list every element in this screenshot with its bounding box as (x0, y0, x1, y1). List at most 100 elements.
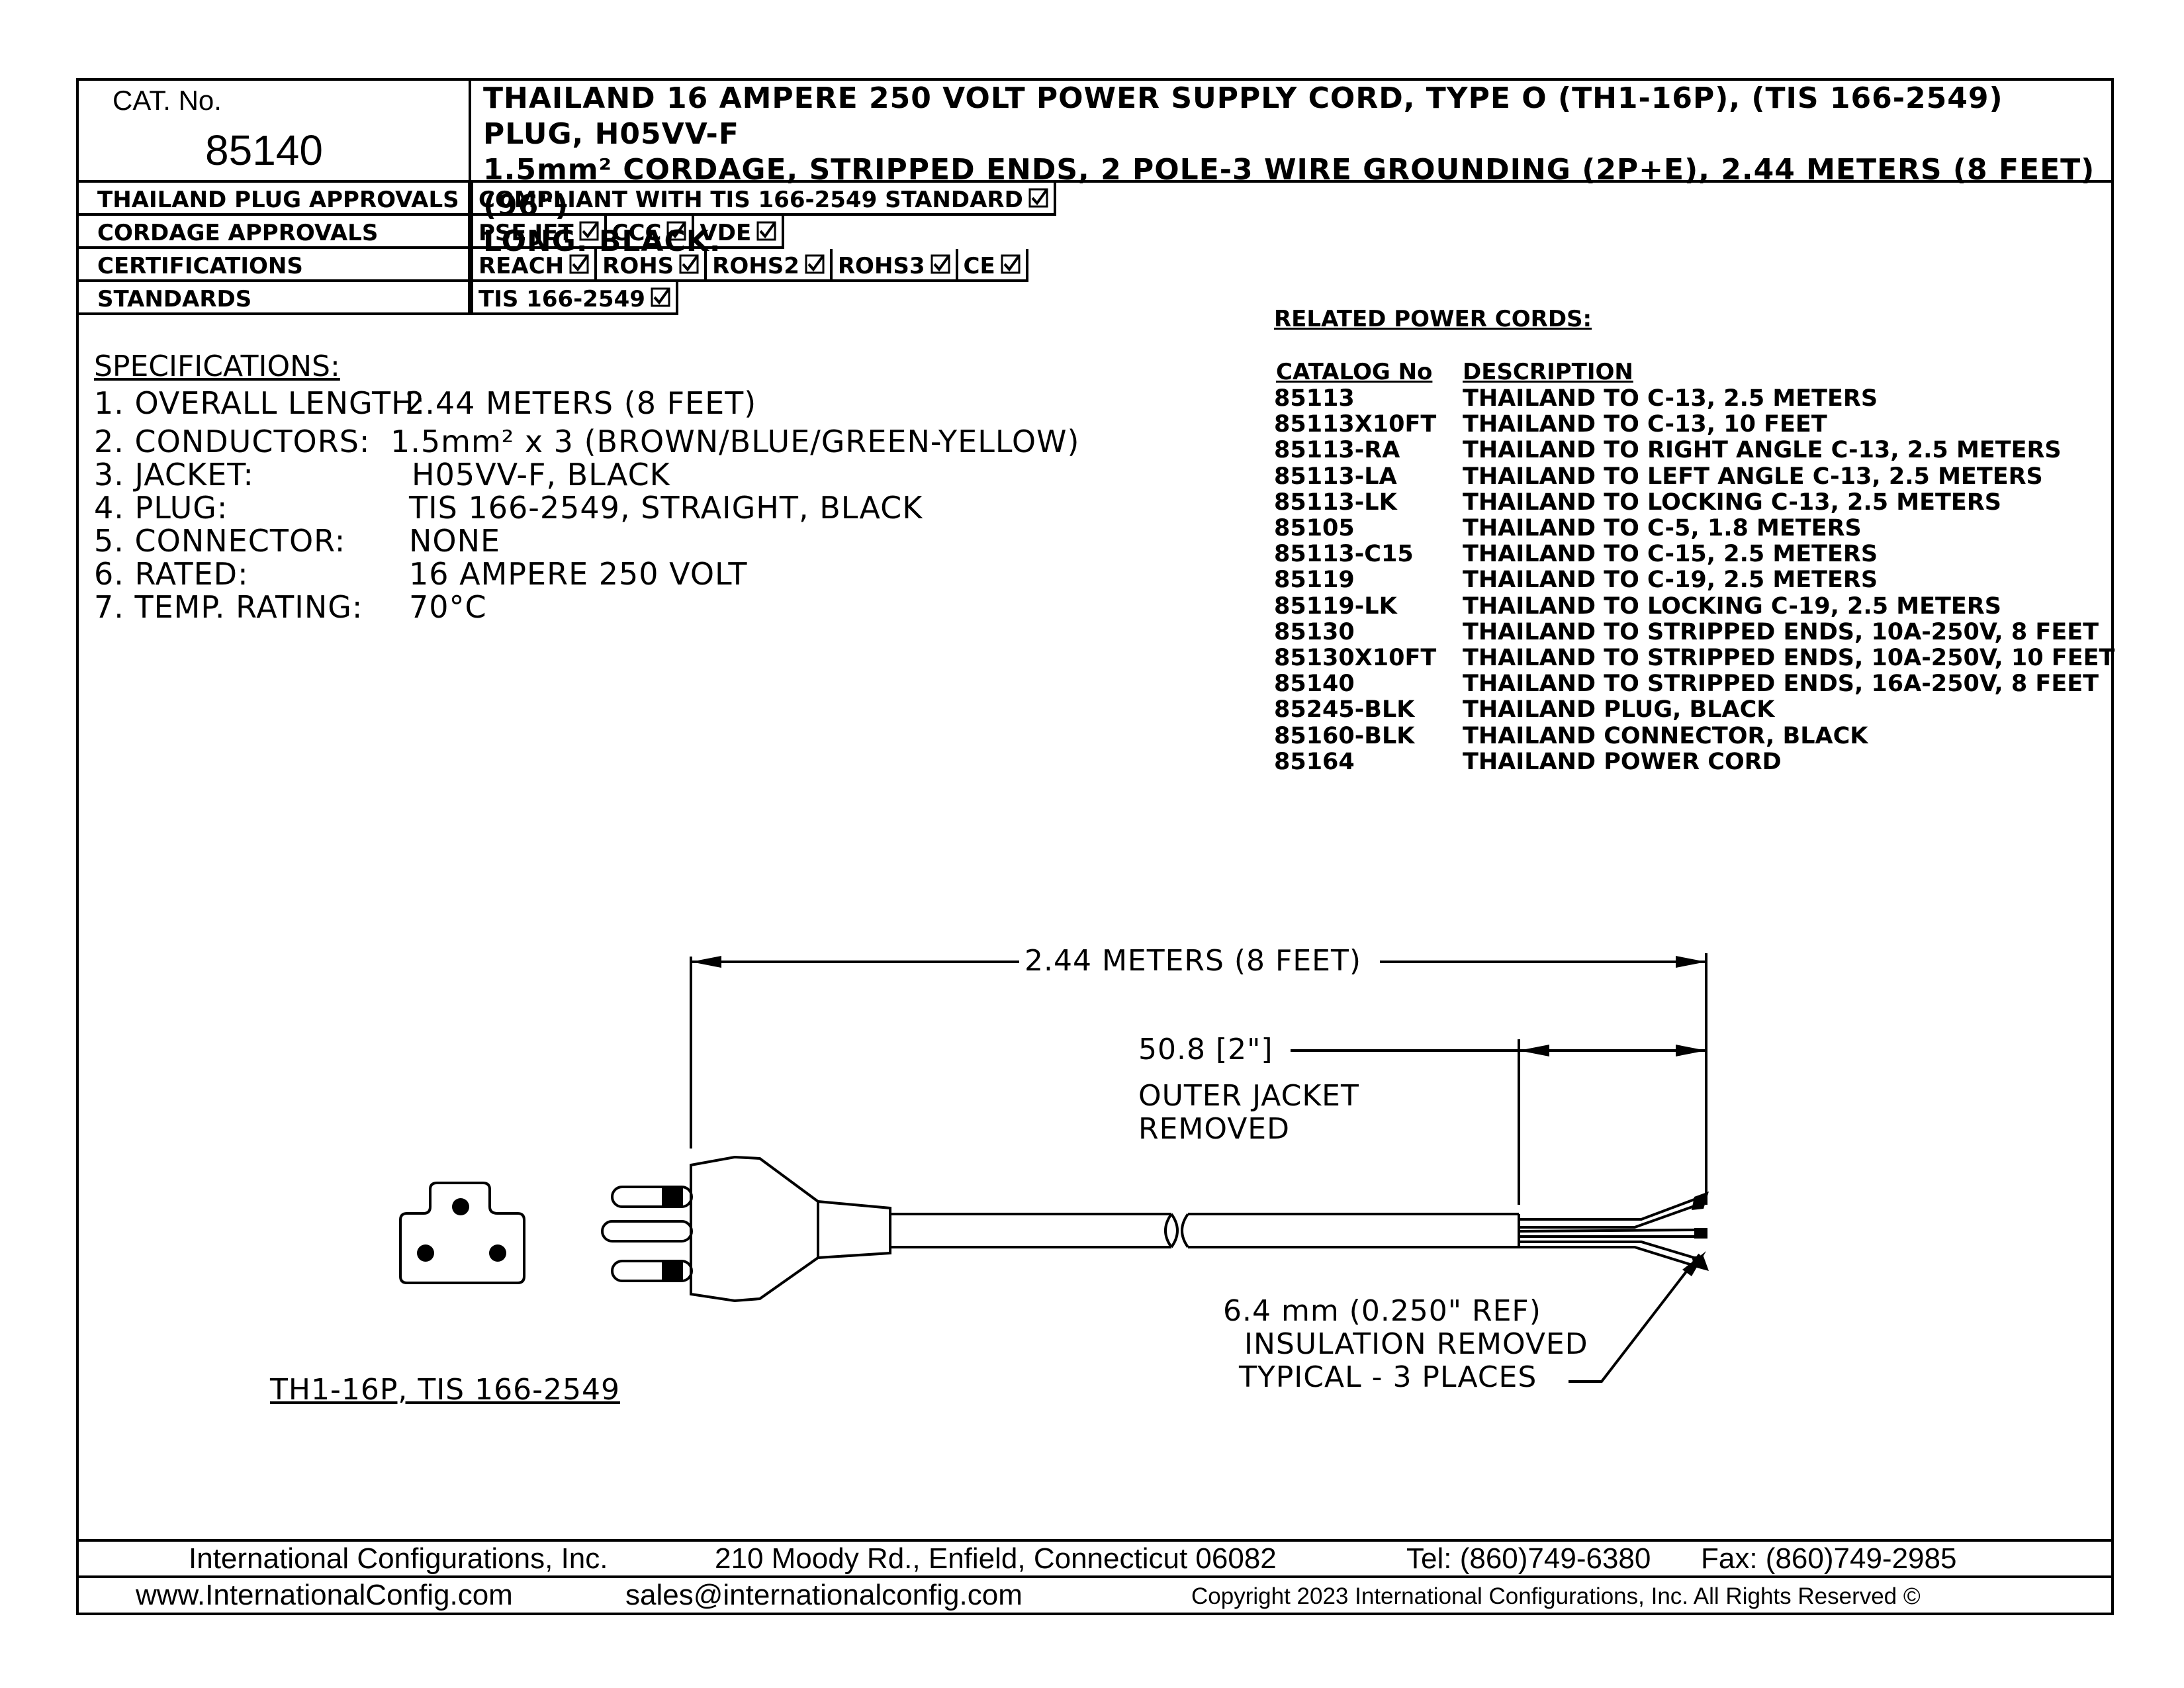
overall-length-dimension: 2.44 METERS (8 FEET) (1024, 944, 1361, 978)
spec-value: 70°C (409, 589, 487, 625)
insulation-note-line-2: INSULATION REMOVED (1244, 1327, 1588, 1361)
footer-divider (76, 1539, 2114, 1542)
spec-label: 1. OVERALL LENGTH: (94, 385, 426, 421)
product-title-line-2: 1.5mm² CORDAGE, STRIPPED ENDS, 2 POLE-3 … (483, 153, 2095, 222)
cord-break (1170, 1213, 1179, 1248)
related-cords-heading: RELATED POWER CORDS: (1274, 306, 1592, 332)
approval-label-cordage: CORDAGE APPROVALS (76, 216, 471, 249)
header-divider (76, 180, 2114, 183)
plug-pin (611, 1260, 693, 1282)
cord-break (1181, 1213, 1189, 1248)
catalog-number: 85140 (205, 126, 323, 174)
spec-value: TIS 166-2549, STRAIGHT, BLACK (409, 490, 923, 526)
related-catalog-number: 85160-BLK (1274, 723, 1415, 749)
checkbox-checked-icon (666, 221, 687, 241)
approval-cell: ROHS3 (832, 249, 958, 282)
spec-label: 3. JACKET: (94, 457, 254, 492)
arrowhead (691, 956, 721, 968)
related-catalog-number: 85130 (1274, 619, 1355, 645)
wire-conductor (1519, 1241, 1695, 1259)
plug-face-hole (452, 1198, 469, 1215)
related-description: THAILAND PLUG, BLACK (1463, 696, 1775, 723)
product-title-line-1: THAILAND 16 AMPERE 250 VOLT POWER SUPPLY… (483, 81, 2003, 151)
pin-insulation (662, 1261, 683, 1281)
specifications-heading: SPECIFICATIONS: (94, 350, 340, 383)
related-catalog-number: 85105 (1274, 515, 1355, 541)
related-description: THAILAND CONNECTOR, BLACK (1463, 723, 1868, 749)
plug-body (690, 1155, 891, 1303)
approval-cell: ROHS (597, 249, 707, 282)
checkbox-checked-icon (651, 287, 670, 307)
approval-cell: COMPLIANT WITH TIS 166-2549 STANDARD (471, 183, 1056, 216)
related-col-catalog: CATALOG No (1276, 359, 1433, 385)
footer-company: International Configurations, Inc. (189, 1542, 608, 1575)
footer-email-link[interactable]: sales@internationalconfig.com (625, 1579, 1023, 1611)
footer-copyright: Copyright 2023 International Configurati… (1191, 1583, 1921, 1609)
related-description: THAILAND TO C-19, 2.5 METERS (1463, 567, 1878, 593)
checkbox-checked-icon (679, 254, 699, 274)
spec-label: 4. PLUG: (94, 490, 228, 526)
related-catalog-number: 85113 (1274, 385, 1355, 412)
related-description: THAILAND TO STRIPPED ENDS, 10A-250V, 8 F… (1463, 619, 2099, 645)
checkbox-checked-icon (931, 254, 950, 274)
approval-text: COMPLIANT WITH TIS 166-2549 STANDARD (478, 187, 1023, 213)
plug-pin (601, 1220, 693, 1243)
wire-tip (1692, 1256, 1709, 1271)
checkbox-checked-icon (756, 221, 776, 241)
related-description: THAILAND TO C-13, 10 FEET (1463, 411, 1827, 438)
approval-cells-certifications: REACH ROHS ROHS2 ROHS3 CE (471, 249, 1028, 282)
related-description: THAILAND TO LOCKING C-19, 2.5 METERS (1463, 593, 2001, 620)
footer-website-link[interactable]: www.InternationalConfig.com (136, 1579, 513, 1611)
related-catalog-number: 85245-BLK (1274, 696, 1415, 723)
related-catalog-number: 85164 (1274, 749, 1355, 775)
catalog-number-box (76, 78, 471, 183)
related-description: THAILAND TO LOCKING C-13, 2.5 METERS (1463, 489, 2001, 516)
approval-cell: CCC (606, 216, 695, 249)
checkbox-checked-icon (1028, 188, 1048, 208)
approval-cell: REACH (471, 249, 598, 282)
spec-label: 2. CONDUCTORS: (94, 424, 371, 459)
approval-text: CE (963, 253, 995, 279)
spec-value: 1.5mm² x 3 (BROWN/BLUE/GREEN-YELLOW) (390, 424, 1080, 459)
approval-cells-standards: TIS 166-2549 (471, 282, 678, 315)
related-catalog-number: 85119-LK (1274, 593, 1397, 620)
spec-value: H05VV-F, BLACK (412, 457, 670, 492)
related-catalog-number: 85113-LK (1274, 489, 1397, 516)
spec-label: 7. TEMP. RATING: (94, 589, 363, 625)
approval-text: TIS 166-2549 (478, 286, 645, 312)
approval-cell: CE (958, 249, 1028, 282)
approval-label-plug: THAILAND PLUG APPROVALS (76, 183, 471, 216)
arrowhead (1676, 956, 1706, 968)
footer-tel: Tel: (860)749-6380 (1406, 1542, 1651, 1575)
spec-label: 6. RATED: (94, 556, 249, 592)
footer-divider (76, 1575, 2114, 1578)
approval-cells-plug: COMPLIANT WITH TIS 166-2549 STANDARD (471, 183, 1056, 216)
leader-line (1569, 1253, 1701, 1383)
pin-insulation (662, 1187, 683, 1207)
jacket-note-line-2: REMOVED (1138, 1112, 1290, 1146)
approval-cells-cordage: PSE JET CCC VDE (471, 216, 785, 249)
footer-fax: Fax: (860)749-2985 (1701, 1542, 1957, 1575)
related-description: THAILAND TO LEFT ANGLE C-13, 2.5 METERS (1463, 463, 2043, 490)
related-description: THAILAND TO C-13, 2.5 METERS (1463, 385, 1878, 412)
approval-cell: TIS 166-2549 (471, 282, 678, 315)
related-description: THAILAND POWER CORD (1463, 749, 1782, 775)
catalog-label: CAT. No. (113, 85, 222, 116)
wire-tip (1694, 1228, 1707, 1239)
related-description: THAILAND TO C-5, 1.8 METERS (1463, 515, 1862, 541)
related-description: THAILAND TO RIGHT ANGLE C-13, 2.5 METERS (1463, 437, 2062, 463)
jacket-note-line-1: OUTER JACKET (1138, 1079, 1359, 1113)
plug-face-hole (489, 1244, 506, 1262)
related-col-description: DESCRIPTION (1463, 359, 1633, 385)
related-catalog-number: 85113-LA (1274, 463, 1397, 490)
approval-cell: VDE (694, 216, 785, 249)
plug-pin (611, 1186, 693, 1208)
wire-conductor (1519, 1246, 1695, 1267)
spec-value: 16 AMPERE 250 VOLT (409, 556, 748, 592)
arrowhead (1519, 1045, 1549, 1056)
related-description: THAILAND TO C-15, 2.5 METERS (1463, 541, 1878, 567)
approval-label-standards: STANDARDS (76, 282, 471, 315)
spec-label: 5. CONNECTOR: (94, 523, 346, 559)
approval-cell: PSE JET (471, 216, 607, 249)
